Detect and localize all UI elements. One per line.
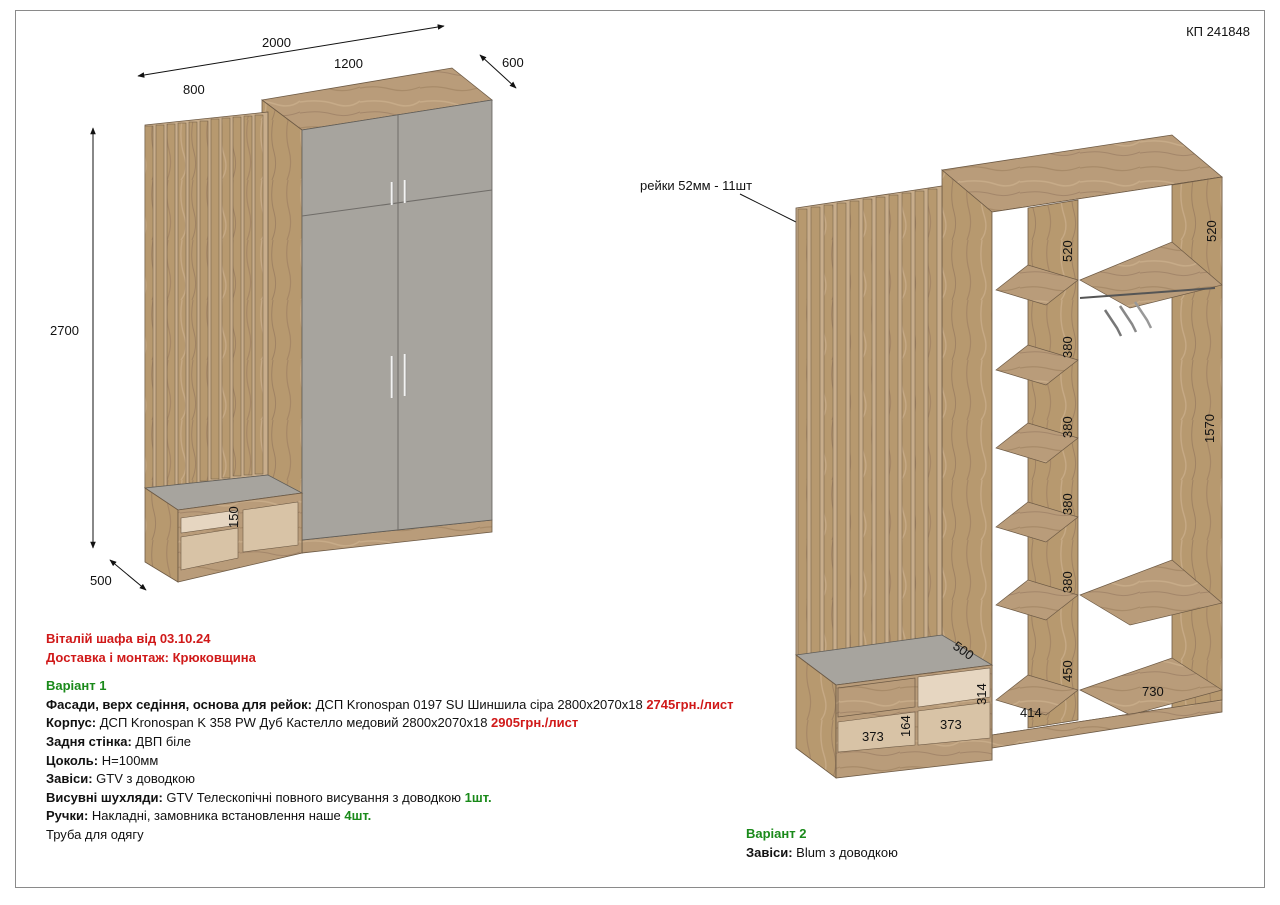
rail-note: рейки 52мм - 11шт [640, 178, 752, 193]
spec-facades: Фасади, верх седіння, основа для рейок: … [46, 696, 734, 712]
variant-1-title: Варіант 1 [46, 678, 107, 694]
spec-body: Корпус: ДСП Kronospan K 358 PW Дуб Касте… [46, 715, 579, 731]
slats-variant-2 [797, 188, 938, 656]
spec-plinth: Цоколь: H=100мм [46, 752, 159, 768]
dim-col-left-width: 414 [1020, 705, 1042, 720]
dim-col-right-width: 730 [1142, 684, 1164, 699]
drawing-variant-1: 2000 800 1200 600 2700 500 [50, 24, 524, 591]
dim-hang-height: 1570 [1202, 414, 1217, 443]
spec-hinges: Завіси: GTV з доводкою [46, 771, 195, 787]
spec-drawers: Висувні шухляди: GTV Телескопічні повног… [46, 789, 492, 805]
dim-bench-height: 150 [226, 506, 241, 528]
dim-bench-left-width: 373 [862, 729, 884, 744]
dim-bottom-left: 450 [1060, 660, 1075, 682]
slats-variant-1 [144, 114, 264, 489]
dim-depth-bottom: 500 [90, 573, 112, 588]
dim-shelf-2: 380 [1060, 416, 1075, 438]
dim-height: 2700 [50, 323, 79, 338]
spec-handles: Ручки: Накладні, замовника встановлення … [46, 808, 372, 824]
variant-1-info: Віталій шафа від 03.10.24 Доставка і мон… [46, 630, 734, 845]
dim-top-right: 520 [1204, 220, 1219, 242]
drawing-variant-2: рейки 52мм - 11шт [640, 134, 1223, 779]
dim-wardrobe-width: 1200 [334, 56, 363, 71]
dim-bench-height-2: 314 [974, 683, 989, 705]
dim-bench-width: 800 [183, 82, 205, 97]
dim-total-width: 2000 [262, 35, 291, 50]
dim-shelf-4: 380 [1060, 571, 1075, 593]
order-title: Віталій шафа від 03.10.24 [46, 631, 211, 646]
drawing-frame [15, 10, 1265, 888]
dim-bench-right-width: 373 [940, 717, 962, 732]
project-code: КП 241848 [1186, 24, 1250, 39]
variant-2-title: Варіант 2 [746, 826, 807, 841]
variant-2-info: Варіант 2 Завіси: Blum з доводкою [746, 824, 898, 862]
spec-back-wall: Задня стінка: ДВП біле [46, 733, 192, 749]
dim-depth-top: 600 [502, 55, 524, 70]
dim-shelf-1: 380 [1060, 336, 1075, 358]
spec-hinges-v2: Завіси: Blum з доводкою [746, 845, 898, 860]
dim-drawer-height: 164 [898, 715, 913, 737]
delivery-info: Доставка і монтаж: Крюковщина [46, 649, 256, 665]
spec-clothes-rail: Труба для одягу [46, 826, 144, 842]
dim-top-left: 520 [1060, 240, 1075, 262]
dim-shelf-3: 380 [1060, 493, 1075, 515]
